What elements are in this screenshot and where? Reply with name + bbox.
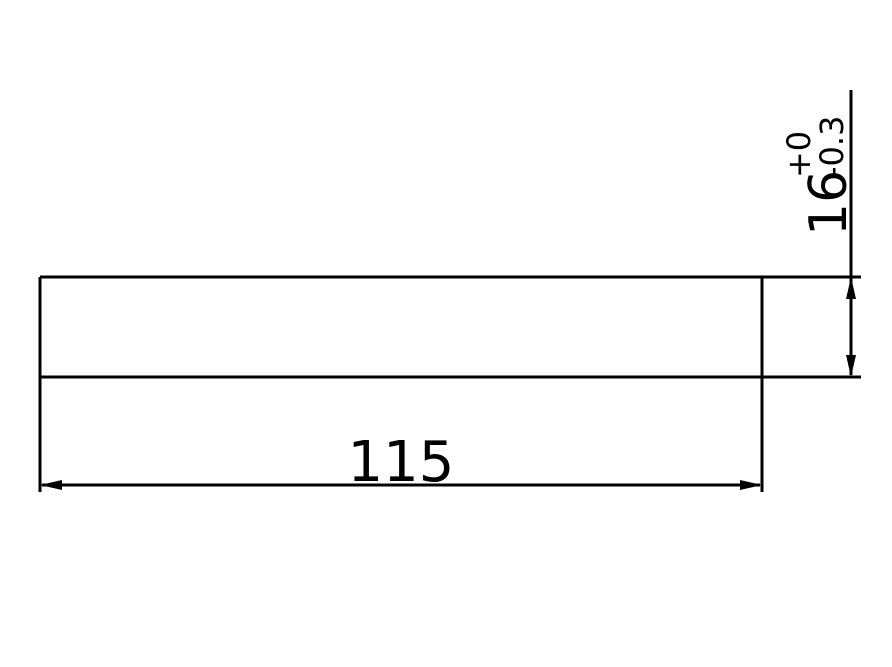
width-arrow-right-icon: [740, 480, 762, 490]
width-dimension: [38, 377, 764, 492]
height-arrow-bottom-icon: [846, 355, 856, 377]
part-outline: [38, 275, 764, 379]
height-tolerance-lower: -0.3: [813, 116, 851, 178]
height-tolerance-upper: +0: [780, 131, 818, 178]
height-dimension-value: 16: [799, 170, 859, 236]
width-dimension-value: 115: [348, 430, 455, 495]
height-dimension-label: 16 +0 -0.3: [780, 116, 859, 236]
width-arrow-left-icon: [40, 480, 62, 490]
height-arrow-top-icon: [846, 277, 856, 299]
height-dimension: [762, 90, 861, 379]
